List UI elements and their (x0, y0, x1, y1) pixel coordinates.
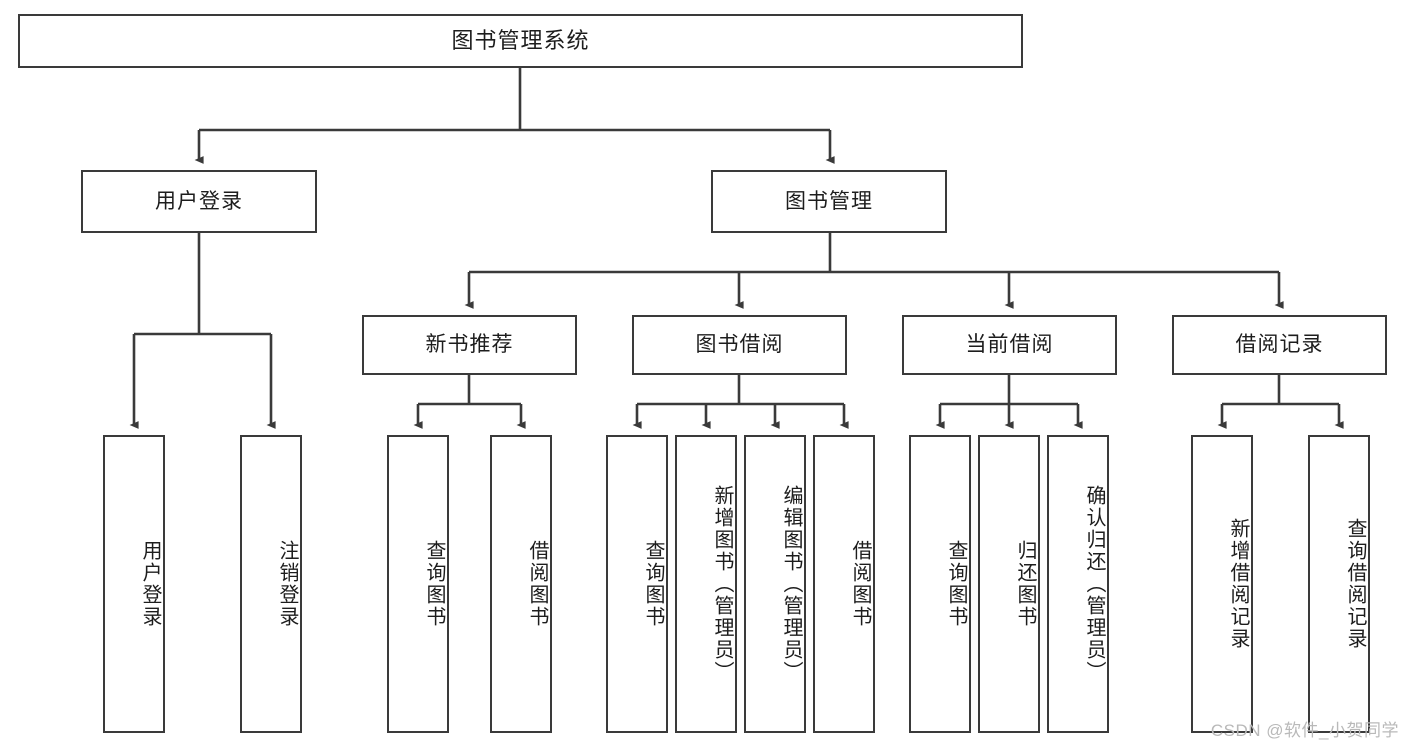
node-root-system[interactable]: 图书管理系统 (18, 14, 1023, 68)
node-label: 查询图书 (642, 540, 664, 628)
node-label: 图书管理 (785, 189, 873, 213)
node-label: 查询图书 (945, 540, 967, 628)
node-book-manage[interactable]: 图书管理 (711, 170, 947, 233)
node-label: 新增借阅记录 (1227, 518, 1249, 650)
node-label: 图书管理系统 (451, 27, 590, 53)
node-label: 用户登录 (139, 540, 161, 628)
leaf-add-book[interactable]: 新增图书（管理员） (675, 435, 737, 733)
leaf-edit-book[interactable]: 编辑图书（管理员） (744, 435, 806, 733)
node-current-borrow[interactable]: 当前借阅 (902, 315, 1117, 375)
node-label: 借阅图书 (526, 540, 548, 628)
node-label: 新书推荐 (425, 333, 514, 357)
node-label: 归还图书 (1014, 540, 1036, 628)
leaf-user-login[interactable]: 用户登录 (103, 435, 165, 733)
node-new-book-recommend[interactable]: 新书推荐 (362, 315, 577, 375)
leaf-return-book[interactable]: 归还图书 (978, 435, 1040, 733)
leaf-query-book-2[interactable]: 查询图书 (606, 435, 668, 733)
node-label: 注销登录 (276, 540, 298, 628)
node-book-borrow[interactable]: 图书借阅 (632, 315, 847, 375)
leaf-borrow-book-2[interactable]: 借阅图书 (813, 435, 875, 733)
leaf-user-logout[interactable]: 注销登录 (240, 435, 302, 733)
node-label: 新增图书（管理员） (711, 485, 733, 683)
leaf-borrow-book-1[interactable]: 借阅图书 (490, 435, 552, 733)
leaf-query-book-1[interactable]: 查询图书 (387, 435, 449, 733)
node-label: 当前借阅 (965, 333, 1054, 357)
node-borrow-record[interactable]: 借阅记录 (1172, 315, 1387, 375)
node-label: 查询图书 (423, 540, 445, 628)
leaf-query-book-3[interactable]: 查询图书 (909, 435, 971, 733)
leaf-query-record[interactable]: 查询借阅记录 (1308, 435, 1370, 733)
node-user-login[interactable]: 用户登录 (81, 170, 317, 233)
node-label: 图书借阅 (695, 333, 784, 357)
node-label: 查询借阅记录 (1344, 518, 1366, 650)
leaf-add-record[interactable]: 新增借阅记录 (1191, 435, 1253, 733)
node-label: 编辑图书（管理员） (780, 485, 802, 683)
leaf-confirm-return[interactable]: 确认归还（管理员） (1047, 435, 1109, 733)
node-label: 借阅记录 (1235, 333, 1324, 357)
node-label: 确认归还（管理员） (1083, 485, 1105, 683)
node-label: 借阅图书 (849, 540, 871, 628)
node-label: 用户登录 (155, 189, 243, 213)
csdn-watermark: CSDN @软件_小贺同学 (1210, 721, 1399, 740)
